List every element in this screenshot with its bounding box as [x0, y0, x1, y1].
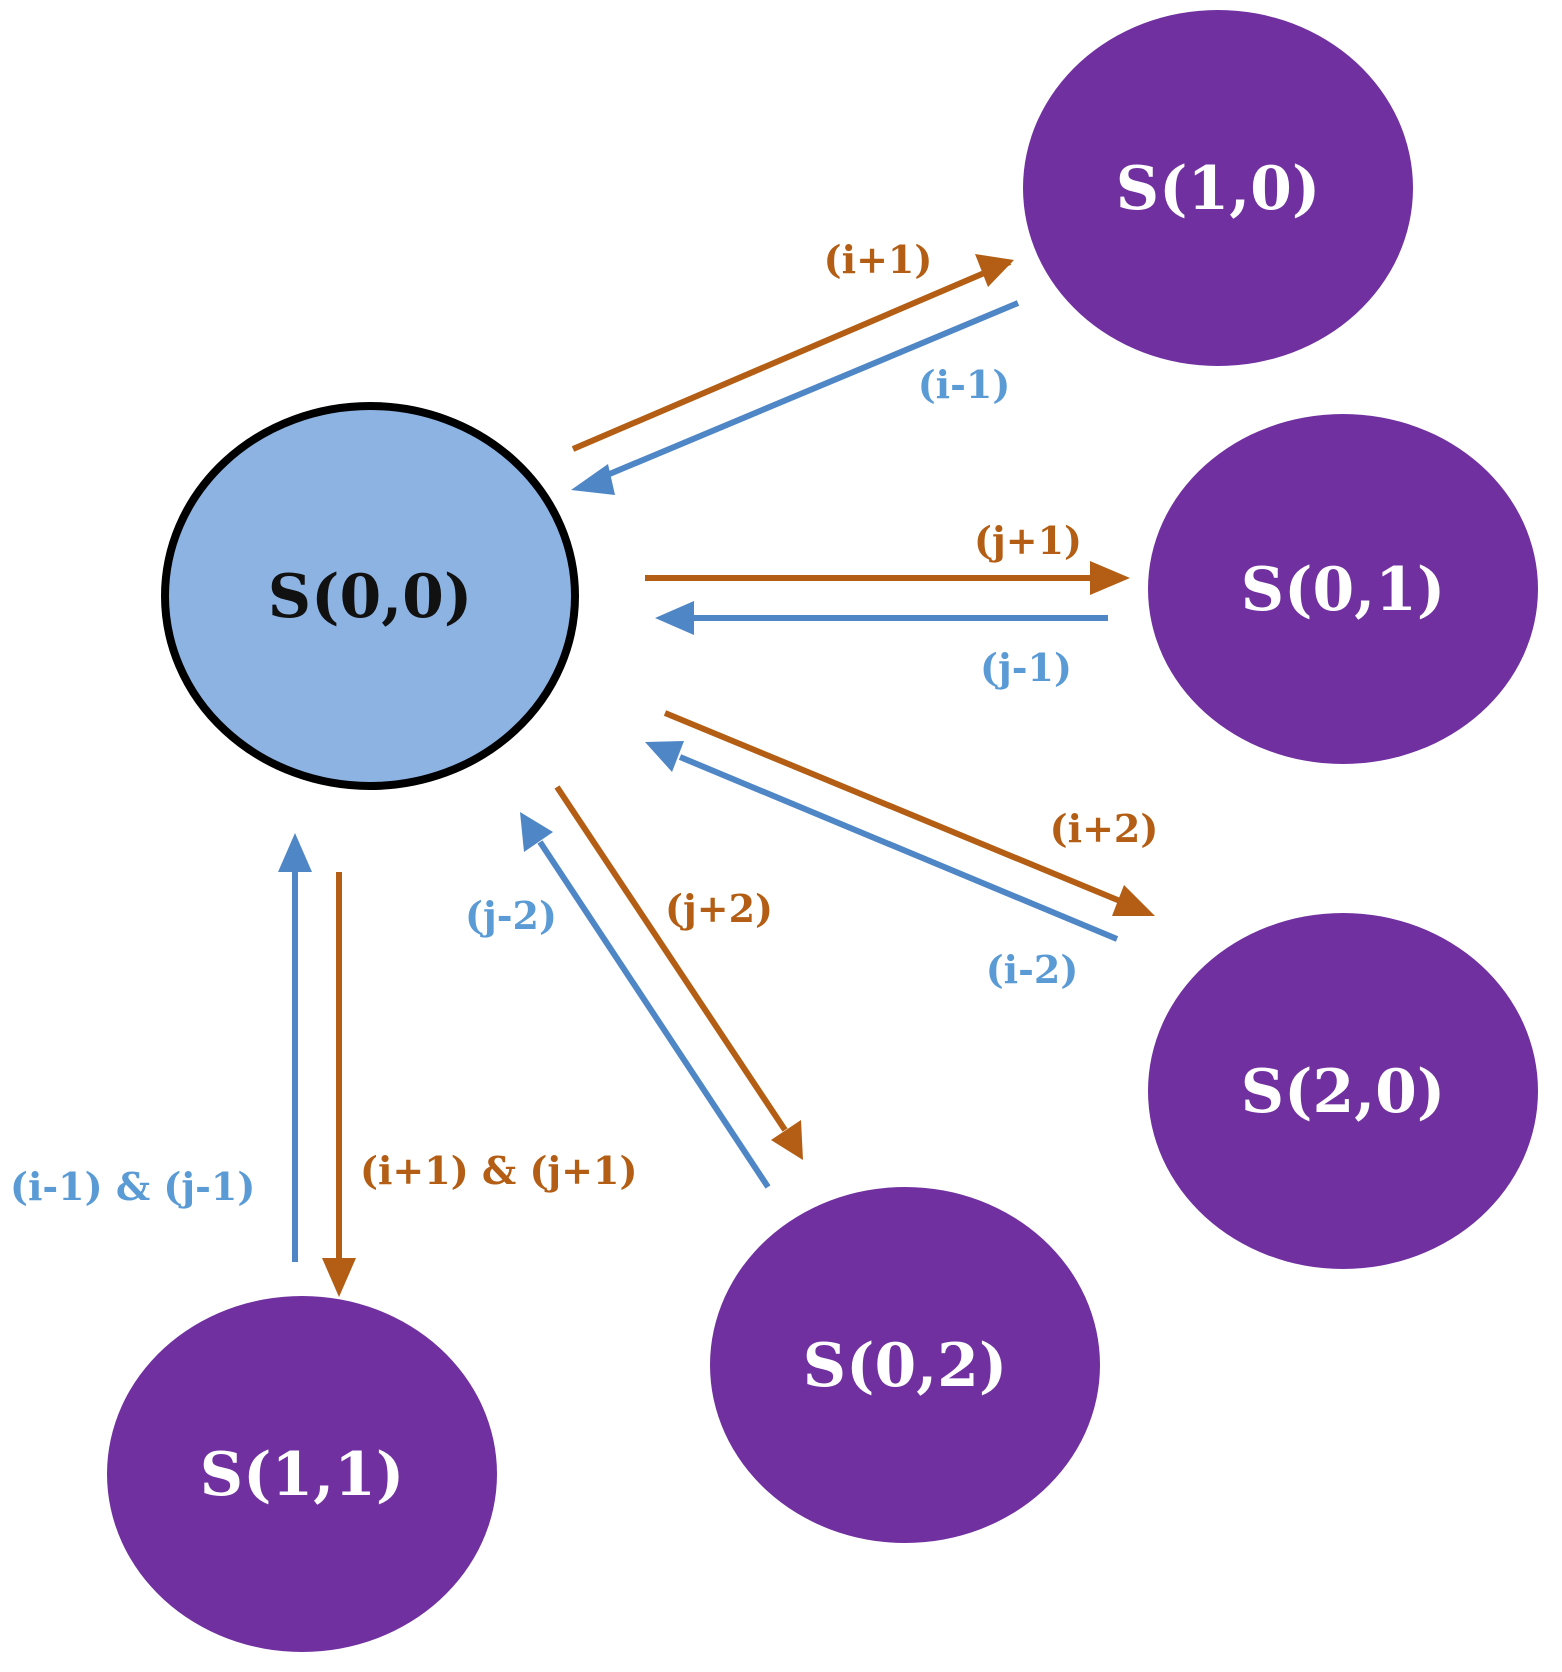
node-s11: S(1,1) [107, 1296, 497, 1652]
arrowhead-ij-minus-1 [278, 833, 312, 872]
edge-labels: (i+1) (i-1) (j+1) (j-1) (i+2) (i-2) (j+2… [10, 237, 1158, 1209]
arrowhead-i-minus-2 [645, 741, 684, 772]
arrow-i-minus-1 [598, 300, 1020, 481]
arrowhead-j-minus-2 [520, 812, 553, 852]
node-s11-circle [107, 1296, 497, 1652]
label-j-minus-2: (j-2) [465, 893, 557, 938]
arrowhead-j-plus-2 [771, 1120, 803, 1160]
node-s01-label: S(0,1) [1241, 555, 1446, 625]
label-i-minus-2: (i-2) [986, 947, 1079, 992]
node-s01: S(0,1) [1148, 414, 1538, 764]
node-s02-circle [710, 1187, 1100, 1543]
label-j-plus-1: (j+1) [974, 518, 1082, 563]
node-s11-label: S(1,1) [200, 1440, 405, 1510]
arrow-i-minus-2 [678, 754, 1119, 942]
arrowhead-j-plus-1 [1090, 561, 1130, 595]
label-j-minus-1: (j-1) [980, 645, 1072, 690]
node-s01-circle [1148, 414, 1538, 764]
node-s02-label: S(0,2) [803, 1331, 1008, 1401]
arrow-j-minus-2 [537, 840, 771, 1189]
node-s00: S(0,0) [161, 402, 579, 790]
node-s10-label: S(1,0) [1116, 154, 1321, 224]
arrowhead-i-minus-1 [571, 464, 615, 495]
node-s00-circle [161, 402, 579, 790]
node-s20-label: S(2,0) [1241, 1057, 1446, 1127]
label-ij-plus-1: (i+1) & (j+1) [360, 1148, 637, 1193]
node-s20-circle [1148, 913, 1538, 1269]
arrowhead-j-minus-1 [655, 601, 694, 635]
node-s20: S(2,0) [1148, 913, 1538, 1269]
node-s10-circle [1023, 10, 1413, 366]
node-s10: S(1,0) [1023, 10, 1413, 366]
arrow-j-plus-2 [554, 785, 788, 1132]
arrowhead-ij-plus-1 [322, 1258, 356, 1297]
node-s00-label: S(0,0) [268, 562, 473, 632]
arrows [278, 254, 1155, 1297]
label-i-minus-1: (i-1) [918, 362, 1011, 407]
label-ij-minus-1: (i-1) & (j-1) [10, 1164, 255, 1209]
label-j-plus-2: (j+2) [665, 886, 773, 931]
label-i-plus-1: (i+1) [824, 237, 933, 282]
arrow-i-plus-1 [571, 259, 1012, 452]
arrowhead-i-plus-1 [975, 254, 1014, 287]
arrowhead-i-plus-2 [1112, 885, 1155, 916]
label-i-plus-2: (i+2) [1050, 806, 1159, 851]
arrow-i-plus-2 [663, 710, 1122, 904]
node-s02: S(0,2) [710, 1187, 1100, 1543]
